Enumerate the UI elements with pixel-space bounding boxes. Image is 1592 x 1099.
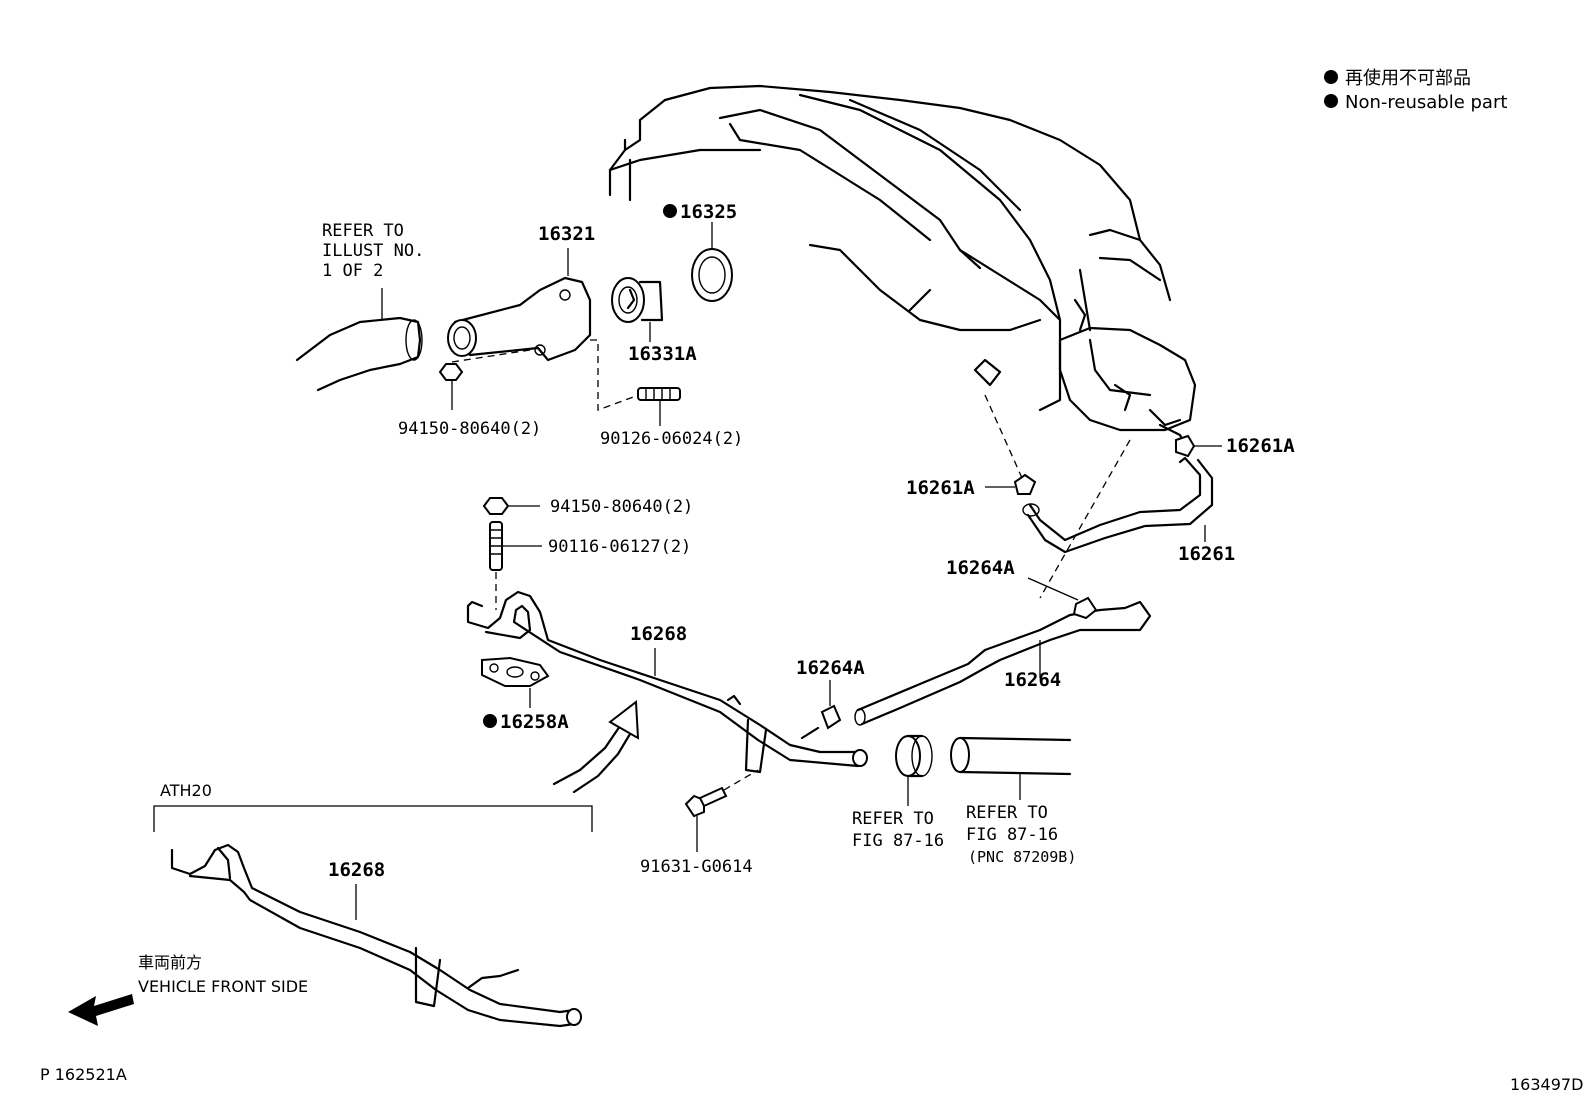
ath20-bracket <box>153 805 593 832</box>
refer-illust-line2: ILLUST NO. <box>322 241 424 261</box>
direction-curved-arrow <box>552 700 640 794</box>
label-16258A: 16258A <box>500 711 569 733</box>
refer-fig2-line2: FIG 87-16 <box>966 825 1058 845</box>
label-16325: 16325 <box>680 201 737 223</box>
legend-en: Non-reusable part <box>1345 92 1507 113</box>
bolt-91631 <box>684 769 759 852</box>
hose-16264 <box>854 577 1152 726</box>
non-reusable-bullet-icon <box>483 714 497 728</box>
footer-right-code: 163497D <box>1510 1075 1583 1094</box>
footer-left-code: P 162521A <box>40 1065 127 1084</box>
label-90126: 90126-06024(2) <box>600 429 743 449</box>
label-90116: 90116-06127(2) <box>548 537 691 557</box>
non-reusable-bullet-icon <box>663 204 677 218</box>
label-16261A-left: 16261A <box>906 477 975 499</box>
engine-block <box>608 84 1142 412</box>
label-94150-top: 94150-80640(2) <box>398 419 541 439</box>
nut-and-stud-top <box>438 339 681 426</box>
refer-fig2-line1: REFER TO <box>966 803 1048 823</box>
direction-en: VEHICLE FRONT SIDE <box>138 977 308 996</box>
direction-jp: 車両前方 <box>138 953 202 972</box>
label-94150-mid: 94150-80640(2) <box>550 497 693 517</box>
nut-and-stud-mid <box>482 497 542 610</box>
label-16331A: 16331A <box>628 343 697 365</box>
legend: 再使用不可部品 Non-reusable part <box>1324 68 1507 113</box>
non-reusable-bullet-icon <box>1324 94 1338 108</box>
water-inlet-16321 <box>447 248 592 362</box>
thermostat-16331A <box>611 277 664 342</box>
legend-jp: 再使用不可部品 <box>1345 68 1471 89</box>
label-16261A-right: 16261A <box>1226 435 1295 457</box>
non-reusable-bullet-icon <box>1324 70 1338 84</box>
hose-refer-illust <box>295 288 423 392</box>
water-pipe-16268 <box>466 590 868 774</box>
label-16268-variant: 16268 <box>328 859 385 881</box>
vehicle-front-arrow-icon <box>68 994 134 1026</box>
gasket-16325 <box>663 204 733 302</box>
refer-illust-line1: REFER TO <box>322 221 404 241</box>
clamp-16264A-lower <box>820 680 842 730</box>
label-16261: 16261 <box>1178 543 1235 565</box>
gasket-16258A <box>481 656 550 728</box>
label-16268-main: 16268 <box>630 623 687 645</box>
refer-illust-line3: 1 OF 2 <box>322 261 383 281</box>
label-16264: 16264 <box>1004 669 1061 691</box>
label-91631: 91631-G0614 <box>640 857 753 877</box>
label-16264A-lower: 16264A <box>796 657 865 679</box>
callout-labels: REFER TO ILLUST NO. 1 OF 2 16321 16325 1… <box>40 201 1583 1094</box>
water-pipe-16268-ath20 <box>170 843 582 1028</box>
refer-fig2-line3: (PNC 87209B) <box>968 848 1076 866</box>
variant-label: ATH20 <box>160 781 212 800</box>
refer-fig1-line1: REFER TO <box>852 809 934 829</box>
refer-fig1-line2: FIG 87-16 <box>852 831 944 851</box>
label-16321: 16321 <box>538 223 595 245</box>
hose-16261 <box>984 394 1222 599</box>
throttle-body-assembly <box>973 228 1197 447</box>
label-16264A-upper: 16264A <box>946 557 1015 579</box>
clamp-and-hose-refer-fig <box>895 734 1072 806</box>
